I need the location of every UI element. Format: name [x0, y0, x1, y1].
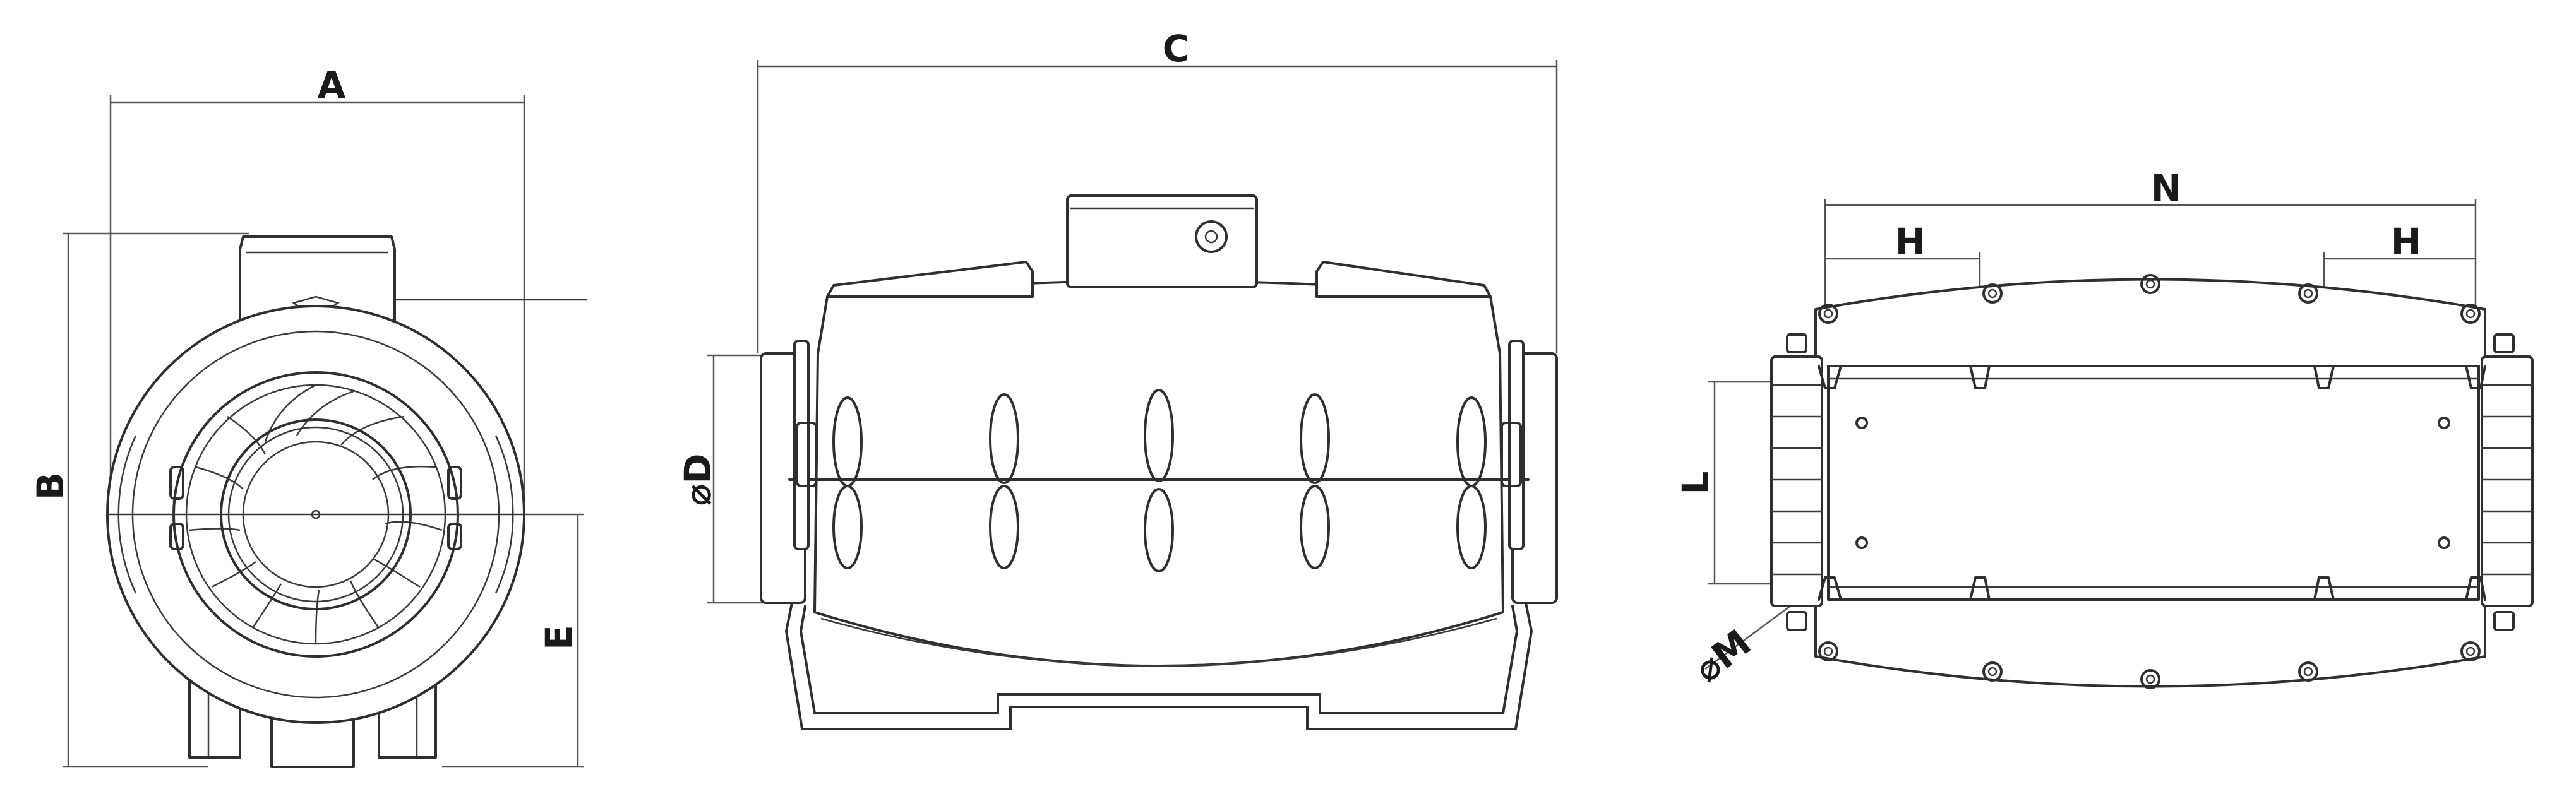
front-view: A B E: [29, 64, 587, 768]
label-h-left: H: [1895, 220, 1926, 263]
label-n: N: [2151, 167, 2182, 210]
dimension-c: C: [757, 27, 1558, 353]
label-a: A: [318, 64, 346, 107]
label-d: ⌀D: [676, 453, 719, 506]
dimension-d: ⌀D: [676, 354, 764, 604]
top-view: N H H L ⌀M: [1674, 167, 2534, 691]
collar-ribs-right: [2482, 384, 2532, 576]
label-e: E: [537, 625, 580, 650]
label-h-right: H: [2391, 220, 2422, 263]
dimension-b: B: [29, 232, 249, 768]
label-l: L: [1674, 471, 1717, 495]
side-view: C ⌀D: [676, 27, 1558, 730]
dimension-l: L: [1674, 381, 1831, 585]
collar-ribs-left: [1771, 384, 1822, 576]
bolts-top: [1818, 274, 2481, 324]
dimension-n: N: [1824, 167, 2477, 309]
label-m: ⌀M: [1686, 621, 1759, 691]
label-c: C: [1163, 27, 1190, 70]
bolts-bottom: [1818, 641, 2481, 689]
label-b: B: [29, 472, 72, 500]
dimension-a: A: [109, 64, 525, 511]
dimension-e: E: [442, 513, 584, 768]
latch-ovals: [832, 389, 1487, 572]
